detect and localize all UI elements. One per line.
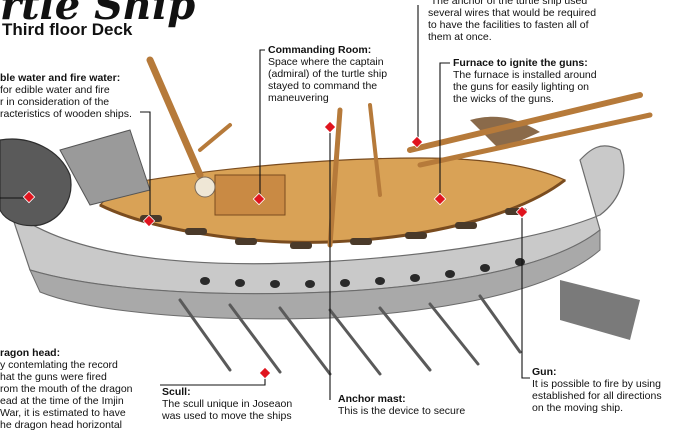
- callout-scull: Scull: The scull unique in Joseaon was u…: [162, 386, 292, 422]
- diagram-stage: rtle Ship Third floor Deck The anchor of…: [0, 0, 662, 431]
- callout-furnace-heading: Furnace to ignite the guns:: [453, 57, 588, 69]
- callout-anchor-wires-body: The anchor of the turtle ship used sever…: [428, 0, 597, 43]
- callout-gun-body: It is possible to fire by using establis…: [532, 378, 662, 414]
- callout-dragon-head-body: y contemlating the record hat the guns w…: [0, 359, 133, 431]
- callout-commanding-room: Commanding Room: Space where the captain…: [268, 44, 387, 104]
- callout-commanding-room-body: Space where the captain (admiral) of the…: [268, 56, 388, 104]
- callout-commanding-room-heading: Commanding Room:: [268, 44, 372, 56]
- callout-markers: [22, 120, 529, 380]
- oars: [178, 294, 522, 376]
- page-title: rtle Ship: [0, 0, 196, 29]
- commanding-room: [214, 174, 286, 216]
- hull-lower: [29, 228, 601, 320]
- drum: [194, 176, 216, 198]
- callout-water: ble water and fire water: for edible wat…: [0, 72, 132, 120]
- callout-gun-heading: Gun:: [532, 366, 557, 378]
- masts: [146, 56, 653, 248]
- callout-anchor-mast: Anchor mast: This is the device to secur…: [338, 393, 465, 417]
- callout-anchor-mast-body: This is the device to secure: [338, 405, 466, 417]
- stern-fin: [560, 280, 640, 340]
- callout-water-body: for edible water and fire r in considera…: [0, 84, 132, 120]
- callout-dragon-head-heading: ragon head:: [0, 347, 61, 359]
- callout-gun: Gun: It is possible to fire by using est…: [532, 366, 662, 414]
- turtle-ship-illustration: [0, 5, 653, 400]
- callout-furnace: Furnace to ignite the guns: The furnace …: [453, 57, 597, 105]
- callout-furnace-body: The furnace is installed around the guns…: [453, 69, 597, 105]
- callout-dragon-head: ragon head: y contemlating the record ha…: [0, 347, 133, 431]
- callout-anchor-mast-heading: Anchor mast:: [338, 393, 406, 405]
- dragon-head: [0, 138, 72, 227]
- bow-frame: [59, 129, 151, 206]
- gun-ports: [200, 258, 525, 288]
- callout-water-heading: ble water and fire water:: [0, 72, 121, 84]
- callout-scull-body: The scull unique in Joseaon was used to …: [162, 398, 293, 422]
- callout-scull-heading: Scull:: [162, 386, 191, 398]
- callout-anchor-wires: The anchor of the turtle ship used sever…: [428, 0, 596, 43]
- page-subtitle: Third floor Deck: [2, 20, 133, 39]
- leader-lines: [0, 5, 530, 400]
